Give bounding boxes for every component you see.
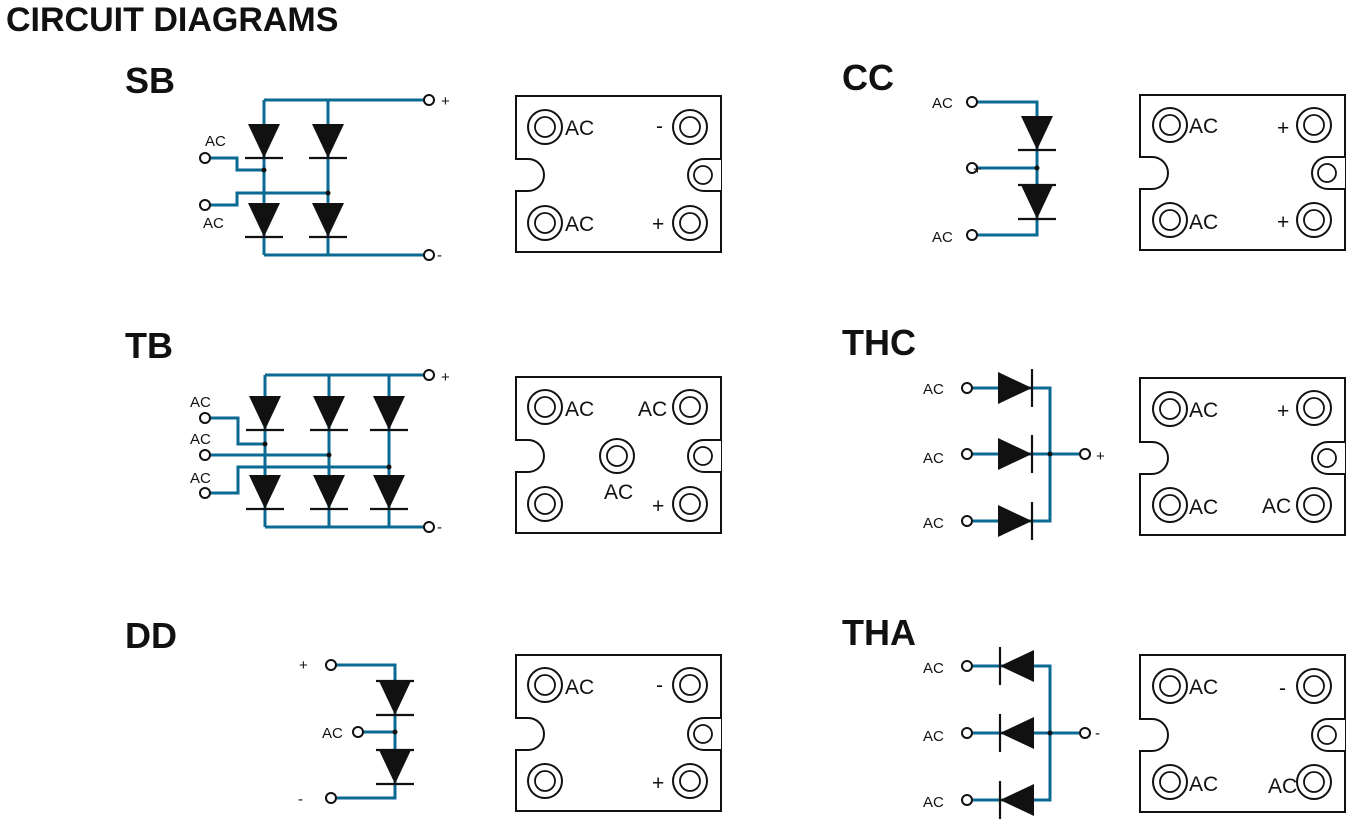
package-label: AC [565, 213, 594, 236]
package-label: - [1279, 677, 1286, 700]
schematic-label: AC [932, 95, 953, 112]
package-label: AC [1189, 115, 1218, 138]
package-label: AC [1189, 496, 1218, 519]
schematic-label: AC [923, 515, 944, 532]
package-label: AC [565, 398, 594, 421]
schematic-label: - [1095, 725, 1100, 742]
schematic-label: AC [923, 794, 944, 811]
package-label: AC [1262, 495, 1291, 518]
package-label: + [1277, 400, 1289, 423]
package-thc: AC + AC AC [1139, 377, 1346, 536]
schematic-label: AC [203, 215, 224, 232]
section-thc: THC AC AC AC + AC + AC AC [842, 322, 1346, 542]
schematic-sb: AC AC + - [199, 93, 450, 264]
schematic-label: - [437, 519, 442, 536]
schematic-label: AC [322, 725, 343, 742]
section-cc: CC AC + AC AC + AC + [842, 57, 1346, 251]
schematic-label: AC [923, 660, 944, 677]
package-label: AC [565, 676, 594, 699]
package-tb: AC AC AC + [515, 376, 722, 534]
section-sb: SB AC AC + - AC - AC + [125, 60, 722, 264]
schematic-label: - [298, 791, 303, 808]
package-tha: AC - AC AC [1139, 654, 1346, 813]
schematic-dd: + AC - [298, 657, 416, 808]
package-label: + [652, 772, 664, 795]
section-title-thc: THC [842, 322, 916, 363]
section-title-tha: THA [842, 612, 916, 653]
package-label: AC [1268, 775, 1297, 798]
section-title-sb: SB [125, 60, 175, 101]
schematic-label: AC [923, 381, 944, 398]
schematic-label: AC [190, 431, 211, 448]
schematic-label: + [441, 93, 450, 110]
package-label: AC [1189, 211, 1218, 234]
page-title: CIRCUIT DIAGRAMS [6, 1, 338, 39]
schematic-label: AC [923, 728, 944, 745]
package-dd: AC - + [515, 654, 722, 812]
section-dd: DD + AC - AC - + [125, 615, 722, 812]
schematic-label: AC [205, 133, 226, 150]
package-sb: AC - AC + [515, 95, 722, 253]
package-label: + [1277, 117, 1289, 140]
package-label: - [656, 115, 663, 138]
package-cc: AC + AC + [1139, 94, 1346, 251]
package-label: + [652, 213, 664, 236]
package-label: AC [1189, 399, 1218, 422]
package-label: AC [604, 481, 633, 504]
section-title-tb: TB [125, 325, 173, 366]
schematic-label: AC [923, 450, 944, 467]
package-label: AC [1189, 676, 1218, 699]
package-label: + [1277, 211, 1289, 234]
schematic-label: + [441, 369, 450, 386]
section-title-cc: CC [842, 57, 894, 98]
schematic-label: + [299, 657, 308, 674]
section-title-dd: DD [125, 615, 177, 656]
schematic-cc: AC + AC [932, 95, 1058, 246]
package-label: AC [1189, 773, 1218, 796]
schematic-tha: AC AC AC - [923, 645, 1100, 821]
schematic-thc: AC AC AC + [923, 367, 1105, 542]
section-tb: TB AC AC AC + - AC AC AC [125, 325, 722, 536]
schematic-label: AC [932, 229, 953, 246]
schematic-label: + [973, 161, 982, 178]
schematic-label: - [437, 247, 442, 264]
package-label: - [656, 674, 663, 697]
schematic-label: AC [190, 470, 211, 487]
package-label: AC [638, 398, 667, 421]
package-label: + [652, 495, 664, 518]
schematic-tb: AC AC AC + - [190, 369, 450, 536]
section-tha: THA AC AC AC - AC - AC AC [842, 612, 1346, 821]
schematic-label: + [1096, 448, 1105, 465]
schematic-label: AC [190, 394, 211, 411]
package-label: AC [565, 117, 594, 140]
